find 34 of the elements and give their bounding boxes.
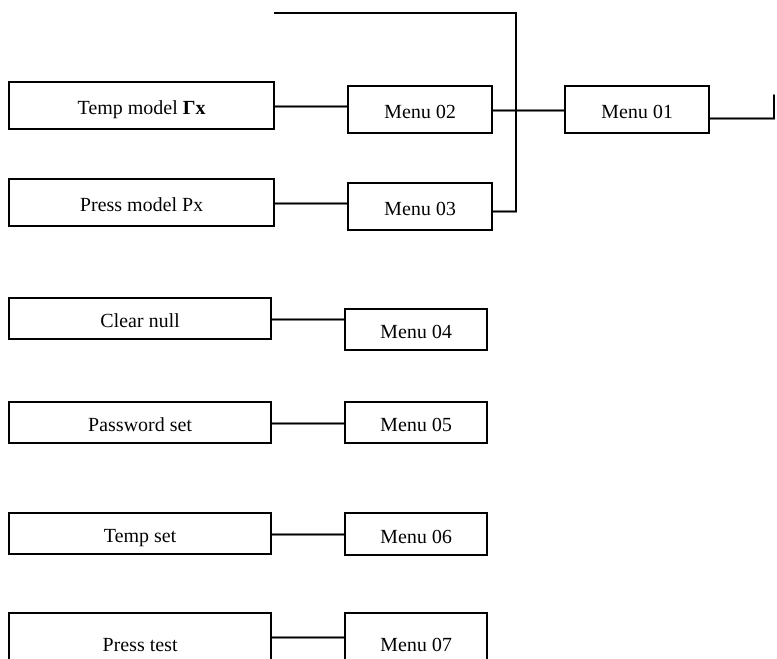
box-label: Press model Px <box>80 194 204 217</box>
box-label: Clear null <box>100 310 180 333</box>
box-label: Menu 02 <box>384 101 456 124</box>
menu-box <box>8 297 272 340</box>
box-label: Menu 07 <box>380 634 452 656</box>
box-label: Menu 04 <box>380 321 452 344</box>
connector-line <box>275 202 347 204</box>
menu-box <box>8 401 272 444</box>
connector-line <box>272 636 344 638</box>
menu-box <box>347 182 493 231</box>
menu-box <box>564 85 710 134</box>
menu-box <box>8 81 275 130</box>
menu-box <box>344 512 488 556</box>
connector-line <box>274 12 564 112</box>
menu-box <box>344 612 488 659</box>
menu-box <box>344 401 488 444</box>
menu-box <box>8 612 272 659</box>
box-label: Temp set <box>104 525 176 548</box>
menu-box <box>344 308 488 351</box>
menu-box <box>8 178 275 227</box>
box-label: Menu 05 <box>380 414 452 437</box>
box-label: Menu 01 <box>601 101 673 124</box>
menu-box <box>8 512 272 555</box>
box-label: Password set <box>88 414 192 437</box>
connector-line <box>272 534 344 536</box>
connector-line <box>710 94 775 120</box>
box-label: Temp model Γx <box>78 97 206 120</box>
menu-box <box>347 85 493 134</box>
connector-line <box>272 318 344 320</box>
box-label: Menu 06 <box>380 526 452 548</box>
box-label: Press test <box>102 634 178 656</box>
box-label: Menu 03 <box>384 198 456 221</box>
connector-line <box>275 106 347 108</box>
connector-line <box>272 422 344 424</box>
